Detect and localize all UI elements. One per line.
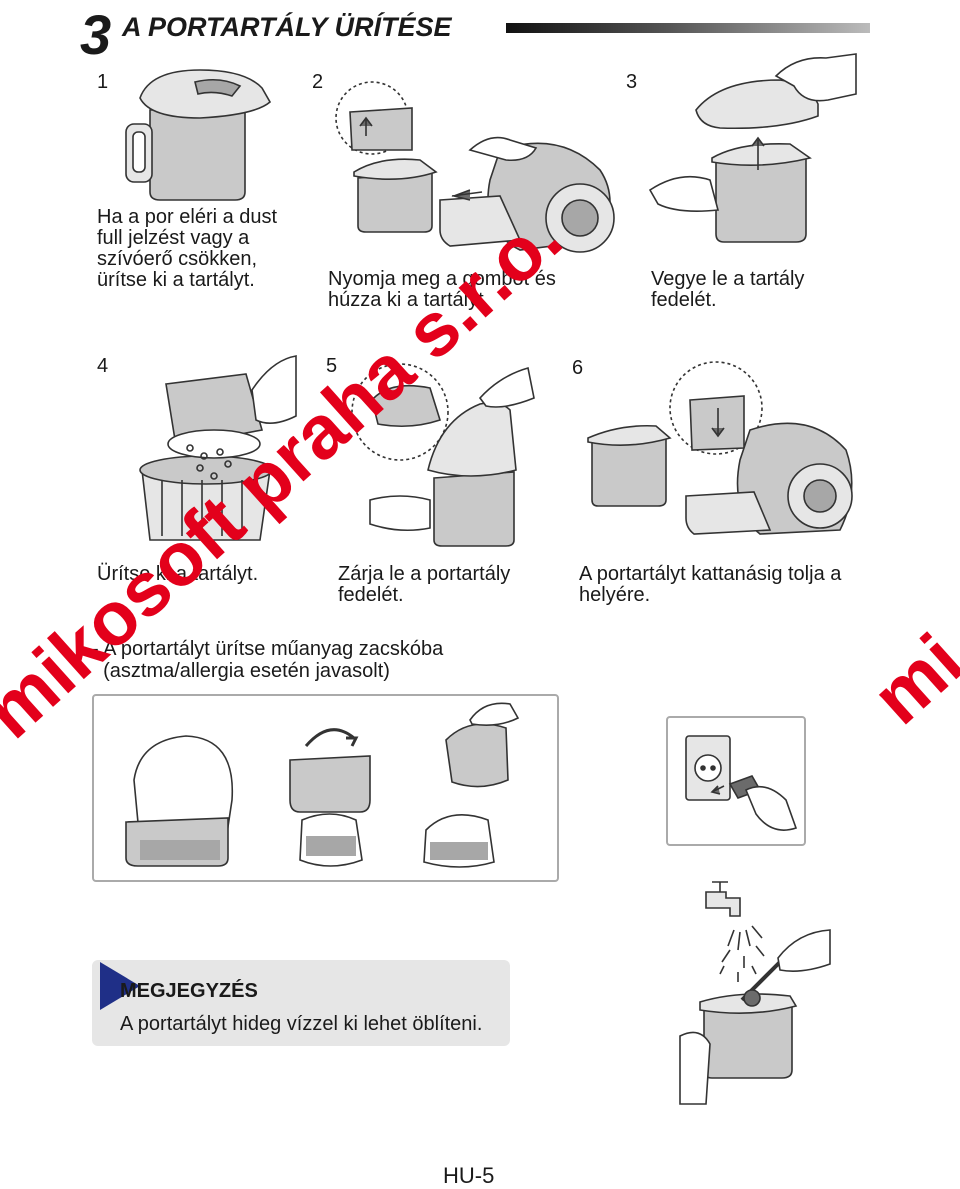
caption-line: ürítse ki a tartályt. bbox=[97, 269, 255, 291]
bag-sequence-illustration bbox=[125, 702, 520, 868]
bag-tip-line: - A portartályt ürítse műanyag zacskóba bbox=[92, 638, 444, 660]
plug-illustration-frame bbox=[666, 716, 806, 846]
caption-line: Vegye le a tartály bbox=[651, 268, 805, 290]
wall-socket-illustration bbox=[685, 735, 798, 831]
step-number-4: 4 bbox=[97, 355, 109, 377]
step-3-caption: Vegye le a tartály fedelét. bbox=[651, 269, 804, 311]
bag-illustration-frame bbox=[92, 694, 559, 882]
step-4-caption: Ürítse ki a tartályt. bbox=[97, 564, 258, 585]
dust-container-illustration-1 bbox=[125, 69, 272, 201]
caption-line: full jelzést vagy a bbox=[97, 227, 250, 249]
reinsert-illustration-6 bbox=[587, 361, 853, 535]
caption-line: szívóerő csökken, bbox=[97, 248, 258, 270]
vacuum-illustration-2 bbox=[335, 81, 615, 253]
caption-line: Ürítse ki a tartályt. bbox=[97, 563, 259, 585]
step-number-3: 3 bbox=[626, 71, 638, 93]
step-2-caption: Nyomja meg a gombot és húzza ki a tartál… bbox=[328, 269, 556, 311]
bag-tip-line: (asztma/allergia esetén javasolt) bbox=[92, 660, 390, 682]
step-number-2: 2 bbox=[312, 71, 324, 93]
title-rule bbox=[506, 23, 870, 33]
caption-line: fedelét. bbox=[338, 584, 404, 606]
caption-line: helyére. bbox=[579, 584, 651, 606]
lid-close-illustration-5 bbox=[351, 363, 535, 547]
step-number-6: 6 bbox=[572, 357, 584, 379]
lid-removal-illustration-3 bbox=[648, 53, 857, 243]
bin-illustration-4 bbox=[139, 355, 297, 541]
step-5-caption: Zárja le a portartály fedelét. bbox=[338, 564, 510, 606]
note-heading: MEGJEGYZÉS bbox=[120, 980, 258, 1002]
caption-line: fedelét. bbox=[651, 289, 717, 311]
bag-tip: - A portartályt ürítse műanyag zacskóba … bbox=[92, 638, 443, 682]
step-6-caption: A portartályt kattanásig tolja a helyére… bbox=[579, 564, 841, 606]
note-triangle-icon bbox=[100, 962, 140, 1010]
rinse-illustration bbox=[679, 881, 831, 1105]
step-number-1: 1 bbox=[97, 71, 109, 93]
step-number-5: 5 bbox=[326, 355, 338, 377]
caption-line: Nyomja meg a gombot és bbox=[328, 268, 556, 290]
note-text: A portartályt hideg vízzel ki lehet öblí… bbox=[120, 1013, 483, 1035]
note-box bbox=[92, 960, 510, 1046]
caption-line: húzza ki a tartályt bbox=[328, 289, 484, 311]
caption-line: Zárja le a portartály bbox=[338, 563, 511, 585]
section-title: A PORTARTÁLY ÜRÍTÉSE bbox=[122, 12, 452, 42]
caption-line: Ha a por eléri a dust bbox=[97, 206, 278, 228]
caption-line: A portartályt kattanásig tolja a bbox=[579, 563, 842, 585]
step-1-caption: Ha a por eléri a dust full jelzést vagy … bbox=[97, 207, 277, 291]
section-number: 3 bbox=[80, 3, 111, 66]
page-number: HU-5 bbox=[443, 1163, 495, 1188]
